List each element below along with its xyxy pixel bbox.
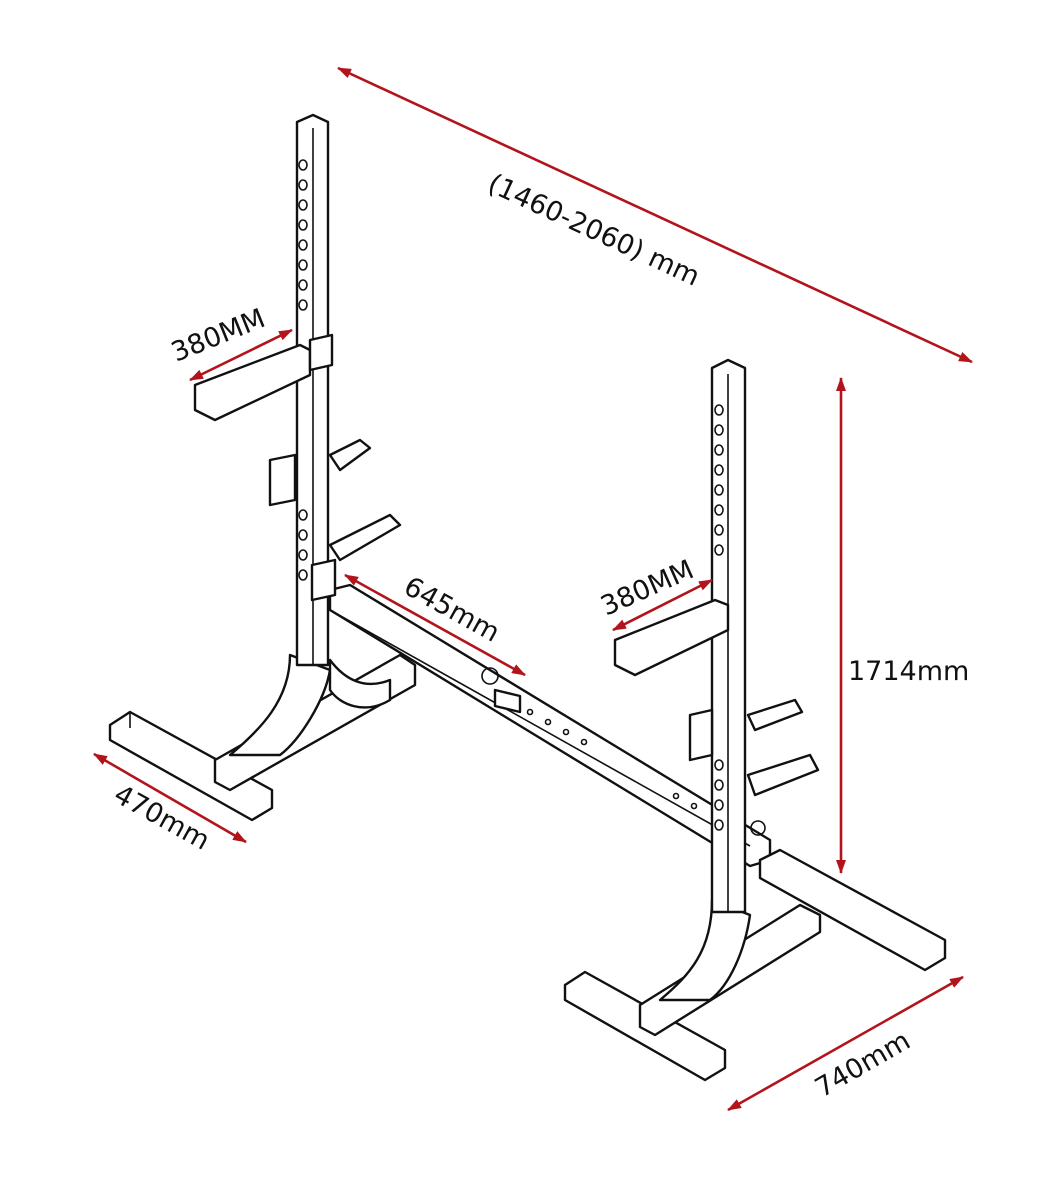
left-upright bbox=[193, 113, 402, 667]
crossbar-arrow bbox=[344, 573, 526, 677]
left-arm-label: 380MM bbox=[167, 303, 270, 369]
width-arrow bbox=[337, 66, 973, 364]
right-upright bbox=[613, 358, 820, 914]
left-arm-arrow bbox=[189, 328, 293, 382]
dimension-arrows bbox=[93, 66, 973, 1112]
right-arm-arrow bbox=[612, 578, 713, 632]
right-base bbox=[563, 848, 947, 1082]
left-base bbox=[108, 653, 417, 822]
depth-arrow bbox=[727, 975, 964, 1112]
height-label: 1714mm bbox=[848, 656, 969, 687]
depth-label: 740mm bbox=[810, 1025, 916, 1104]
foot-arrow bbox=[93, 752, 247, 844]
